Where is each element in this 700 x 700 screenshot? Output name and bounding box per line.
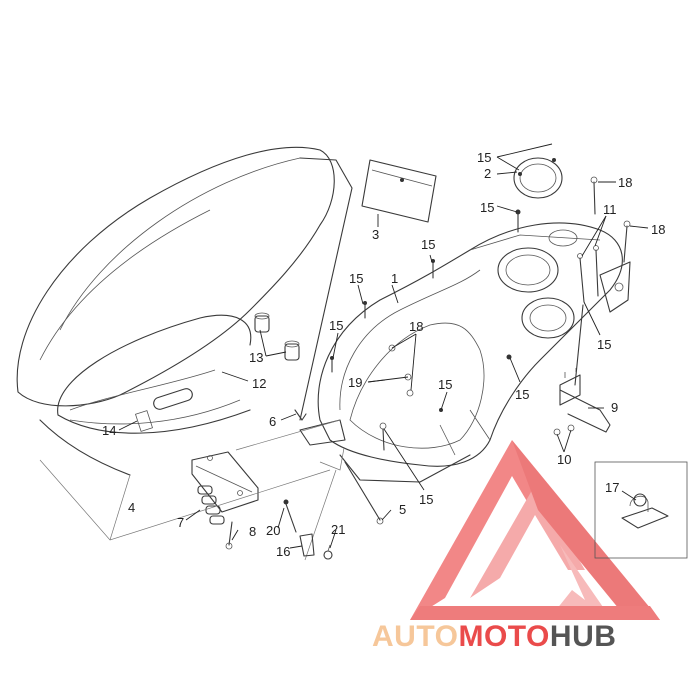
callout-17: 17 bbox=[605, 480, 619, 495]
callout-15-c: 15 bbox=[421, 237, 435, 252]
leader-lines bbox=[118, 143, 649, 549]
rod-5 bbox=[344, 461, 384, 525]
watermark-moto: MOTO bbox=[458, 620, 549, 653]
callout-3: 3 bbox=[372, 227, 379, 242]
callout-12: 12 bbox=[252, 376, 266, 391]
seat bbox=[16, 146, 353, 541]
callout-8: 8 bbox=[249, 524, 256, 539]
callout-16: 16 bbox=[276, 544, 290, 559]
bolts bbox=[330, 176, 631, 451]
helmet-compartment-1 bbox=[299, 222, 631, 483]
callout-15-b: 15 bbox=[480, 200, 494, 215]
callout-20: 20 bbox=[266, 523, 280, 538]
clip-6 bbox=[294, 409, 307, 421]
callout-4: 4 bbox=[128, 500, 135, 515]
callout-14: 14 bbox=[102, 423, 116, 438]
callout-11: 11 bbox=[603, 202, 617, 217]
bracket-9 bbox=[553, 304, 611, 436]
callout-18-a: 18 bbox=[618, 175, 632, 190]
callout-2: 2 bbox=[484, 166, 491, 181]
tray-3 bbox=[361, 159, 437, 223]
svg-text:AUTOMOTOHUB: AUTOMOTOHUB bbox=[372, 620, 616, 653]
callout-9: 9 bbox=[611, 400, 618, 415]
callout-18-c: 18 bbox=[409, 319, 423, 334]
inset-box-17 bbox=[594, 461, 688, 559]
round-cover-2 bbox=[513, 157, 563, 199]
callout-18-b: 18 bbox=[651, 222, 665, 237]
watermark-wordmark: AUTOMOTOHUB bbox=[372, 620, 616, 653]
watermark-auto: AUTO bbox=[372, 620, 458, 653]
frame-lines bbox=[39, 419, 345, 561]
callout-13: 13 bbox=[249, 350, 263, 365]
watermark-logo bbox=[410, 440, 660, 620]
callout-7: 7 bbox=[177, 515, 184, 530]
small-parts bbox=[283, 499, 333, 560]
callout-15-d: 15 bbox=[349, 271, 363, 286]
callout-10: 10 bbox=[557, 452, 571, 467]
hinge-plate-7 bbox=[191, 451, 259, 550]
callout-5: 5 bbox=[399, 502, 406, 517]
callout-6: 6 bbox=[269, 414, 276, 429]
callout-19: 19 bbox=[348, 375, 362, 390]
callout-labels: 1 2 3 4 5 6 7 8 9 10 11 12 13 14 15 15 1… bbox=[102, 150, 665, 559]
callout-15-e: 15 bbox=[329, 318, 343, 333]
callout-15-i: 15 bbox=[419, 492, 433, 507]
callout-1: 1 bbox=[391, 271, 398, 286]
callout-15-a: 15 bbox=[477, 150, 491, 165]
callout-15-g: 15 bbox=[515, 387, 529, 402]
callout-21: 21 bbox=[331, 522, 345, 537]
callout-15-h: 15 bbox=[597, 337, 611, 352]
latch-hook-14 bbox=[135, 388, 193, 432]
watermark-hub: HUB bbox=[550, 620, 617, 653]
callout-15-f: 15 bbox=[438, 377, 452, 392]
seat-liner bbox=[69, 369, 216, 411]
